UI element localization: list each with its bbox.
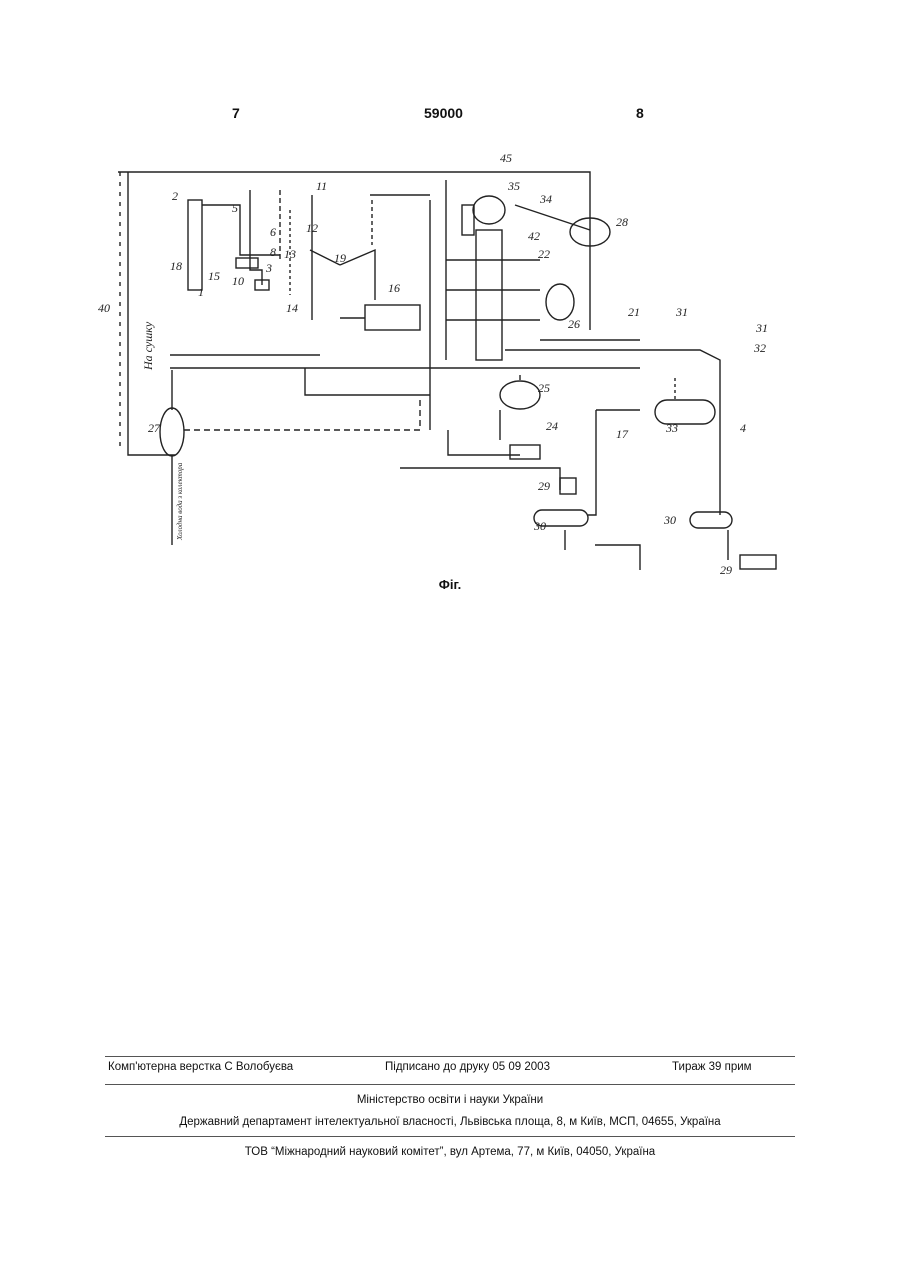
- figure-label: 42: [528, 229, 540, 243]
- footer-rule-middle: [105, 1084, 795, 1085]
- figure-label: 30: [533, 519, 546, 533]
- signed-date: Підписано до друку 05 09 2003: [385, 1061, 550, 1073]
- figure-label: 31: [675, 305, 688, 319]
- figure-label: 16: [388, 281, 400, 295]
- figure-label: 15: [208, 269, 220, 283]
- typesetter-credit: Комп'ютерна верстка С Волобуєва: [108, 1061, 293, 1073]
- figure-label: 26: [568, 317, 580, 331]
- side-label-left: На сушку: [141, 321, 155, 371]
- figure-label: 45: [500, 151, 512, 165]
- figure-label: 30: [663, 513, 676, 527]
- footer-rule-bottom: [105, 1136, 795, 1137]
- figure-label: 40: [98, 301, 110, 315]
- figure-label: 10: [232, 274, 244, 288]
- vertical-inlet-label: Холодна вода з колектора: [176, 462, 184, 541]
- figure-label: 17: [616, 427, 629, 441]
- publisher-line: ТОВ “Міжнародний науковий комітет”, вул …: [0, 1146, 900, 1158]
- figure-label: 14: [286, 301, 298, 315]
- process-flow-diagram: 45 35 34 28 42 22 21 31 26 32 25 33 30 1…: [0, 0, 900, 600]
- figure-label: 34: [539, 192, 552, 206]
- figure-label: 25: [538, 381, 550, 395]
- figure-label: 22: [538, 247, 550, 261]
- figure-label: 8: [270, 245, 276, 259]
- figure-label: 2: [172, 189, 178, 203]
- circulation: Тираж 39 прим: [672, 1061, 752, 1073]
- figure-label: 29: [538, 479, 550, 493]
- figure-labels: 45 35 34 28 42 22 21 31 26 32 25 33 30 1…: [98, 151, 768, 577]
- ministry-line: Міністерство освіти і науки України: [0, 1094, 900, 1106]
- figure-label: 4: [740, 421, 746, 435]
- figure-label: 28: [616, 215, 628, 229]
- figure-label: 21: [628, 305, 640, 319]
- figure-label: 24: [546, 419, 558, 433]
- figure-label: 29: [720, 563, 732, 577]
- figure-label: 5: [232, 201, 238, 215]
- figure-label: 35: [507, 179, 520, 193]
- figure-label: 18: [170, 259, 182, 273]
- department-line: Державний департамент інтелектуальної вл…: [0, 1116, 900, 1128]
- figure-label: 3: [265, 261, 272, 275]
- figure-label: 19: [334, 251, 346, 265]
- figure-label: 13: [284, 247, 296, 261]
- figure-label: 33: [665, 421, 678, 435]
- figure-label: 32: [753, 341, 766, 355]
- figure-label: 27: [148, 421, 161, 435]
- figure-label: 12: [306, 221, 318, 235]
- figure-label: 11: [316, 179, 327, 193]
- figure-caption: Фіг.: [0, 577, 900, 592]
- figure-label: 1: [198, 285, 204, 299]
- figure-label: 6: [270, 225, 276, 239]
- figure-label: 31: [755, 321, 768, 335]
- footer-rule-top: [105, 1056, 795, 1057]
